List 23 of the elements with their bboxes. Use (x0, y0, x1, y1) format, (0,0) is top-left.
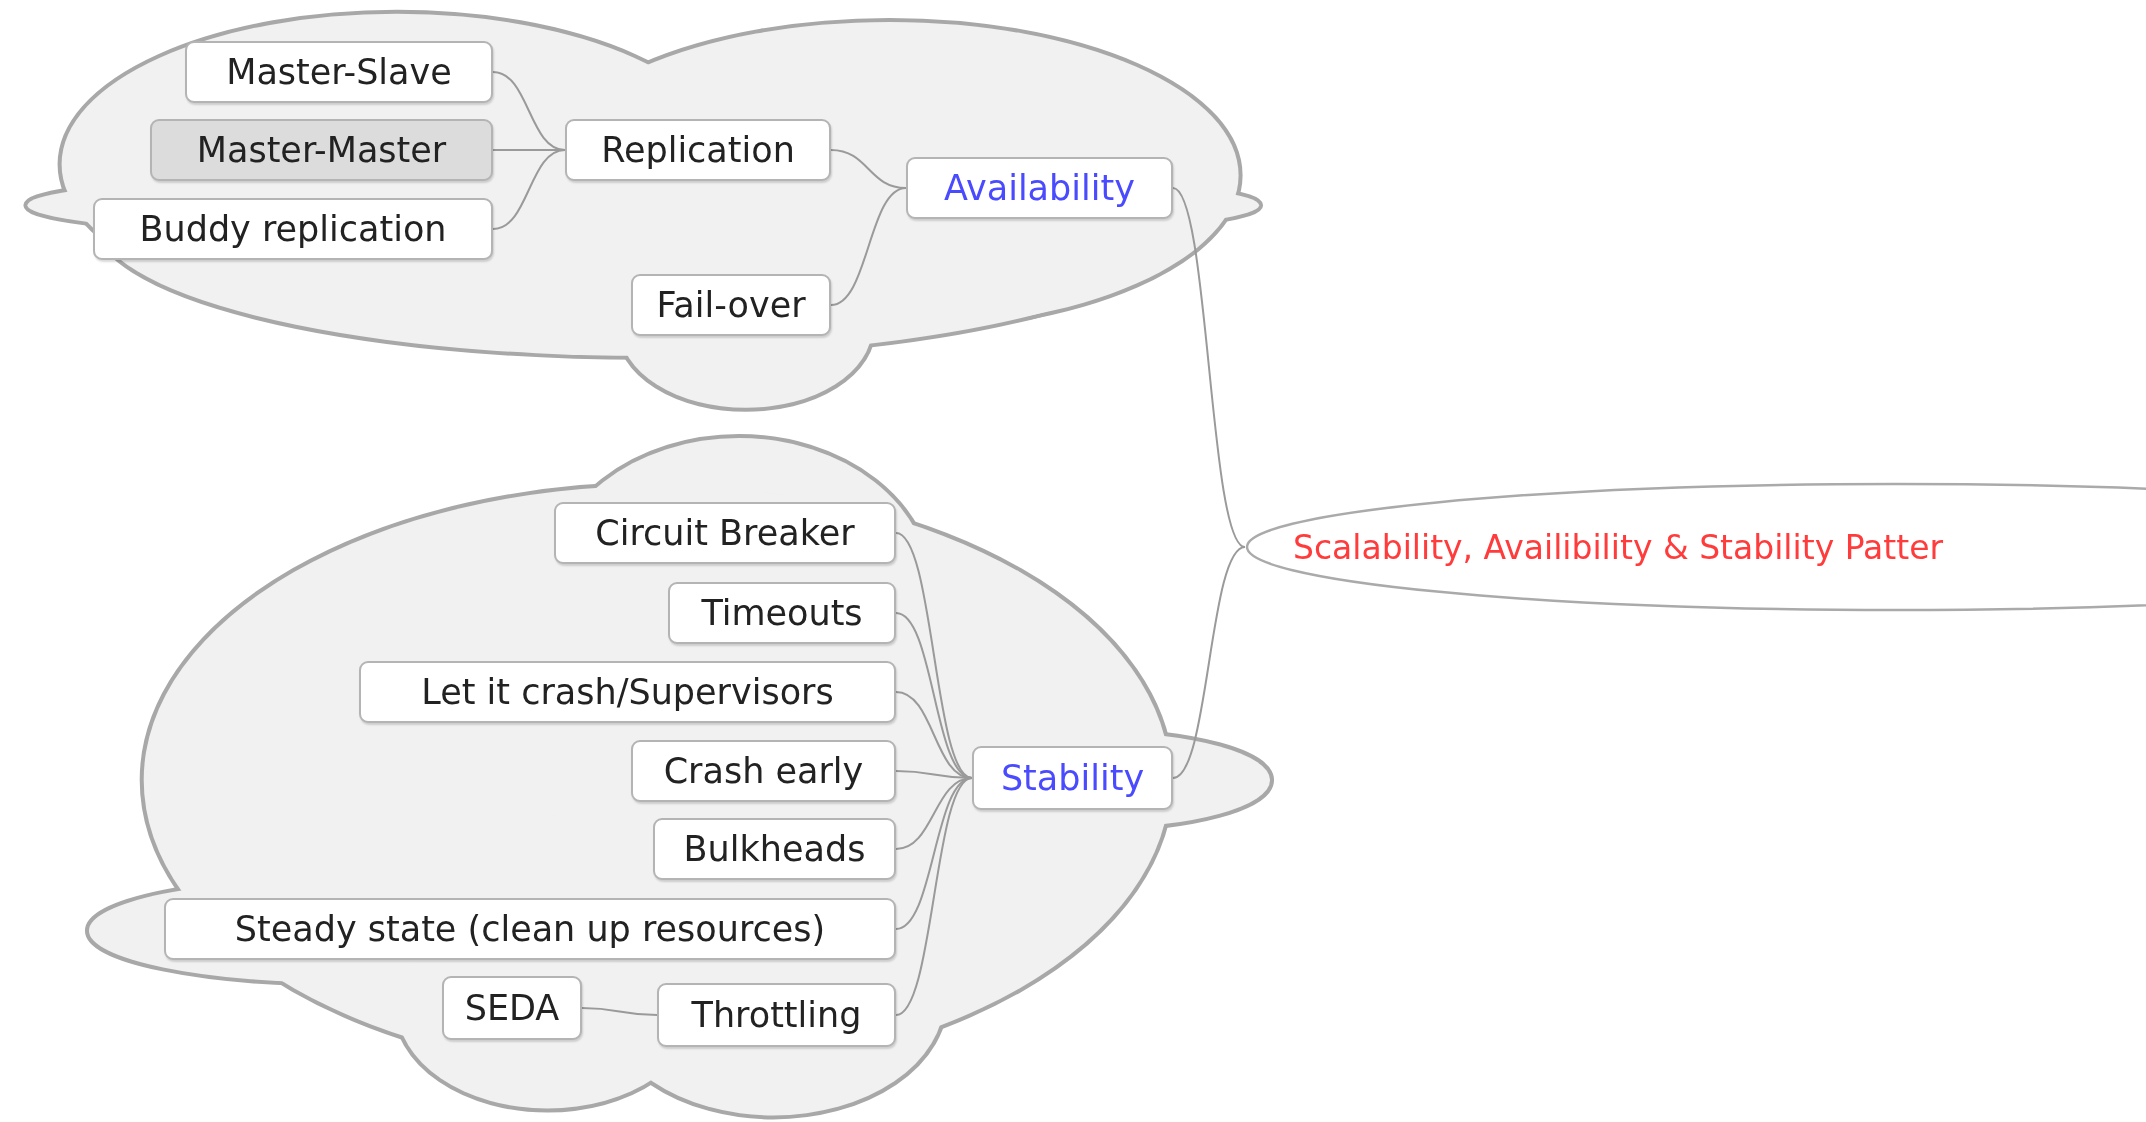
connector-line (895, 777, 973, 1016)
topic-box: Stability (972, 746, 1173, 810)
connector-line (830, 187, 907, 306)
topic-box: Fail-over (631, 274, 831, 336)
topic-box: Let it crash/Supervisors (359, 661, 896, 723)
connector-line (1172, 187, 1246, 548)
topic-box: Bulkheads (653, 818, 896, 880)
topic-box: SEDA (442, 976, 582, 1040)
topic-box: Circuit Breaker (554, 502, 896, 564)
topic-label: Scalability, Availibility & Stability Patter (1293, 527, 1944, 567)
connector-line (1172, 546, 1246, 779)
topic-box: Crash early (631, 740, 896, 802)
connector-line (492, 149, 566, 230)
topic-box: Throttling (657, 983, 896, 1047)
topic-box: Buddy replication (93, 198, 493, 260)
topic-box: Master-Slave (185, 41, 493, 103)
connector-line (895, 612, 973, 779)
topic-box: Master-Master (150, 119, 493, 181)
topic-box: Availability (906, 157, 1173, 219)
topic-box: Timeouts (668, 582, 896, 644)
connector-line (581, 1007, 658, 1016)
topic-box: Replication (565, 119, 831, 181)
topic-box: Steady state (clean up resources) (164, 898, 896, 960)
